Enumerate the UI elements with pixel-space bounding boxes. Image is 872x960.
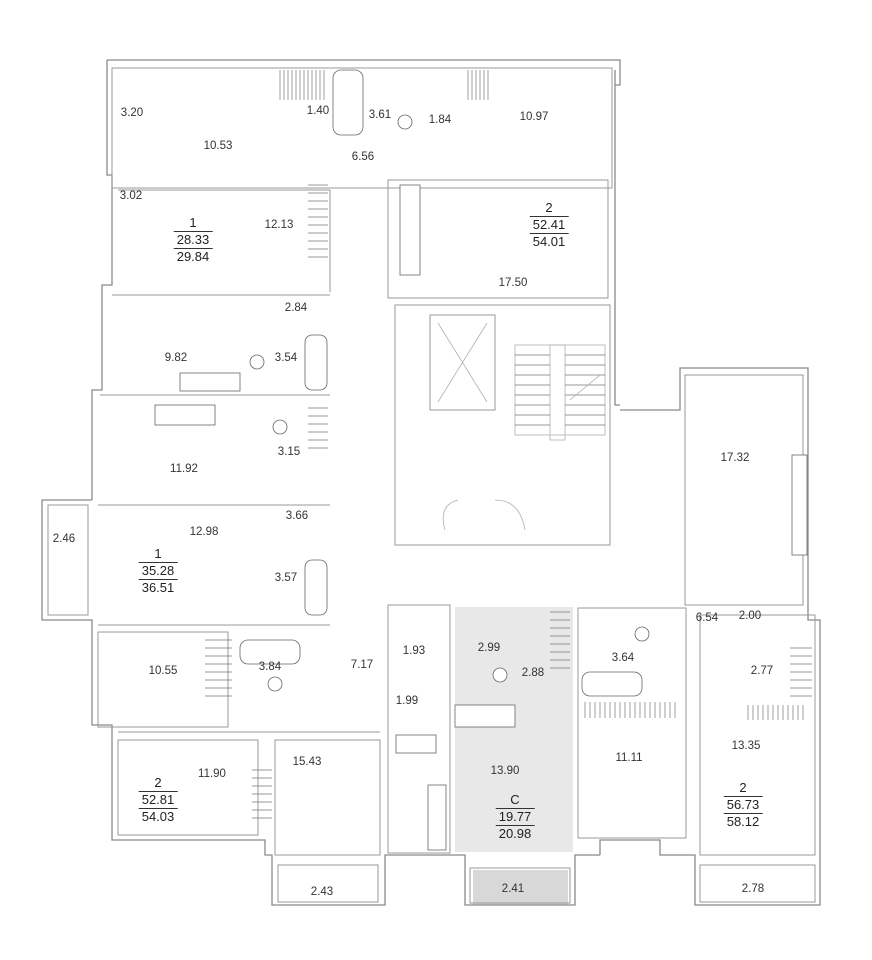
apartment-label: 2 52.41 54.01	[529, 200, 569, 250]
apartment-rooms: 2	[138, 775, 178, 792]
room-area: 9.82	[164, 352, 188, 364]
apartment-total-area: 54.03	[141, 809, 175, 824]
room-area: 10.97	[519, 111, 549, 123]
room-area: 2.78	[741, 883, 765, 895]
apartment-label: 1 28.33 29.84	[173, 215, 213, 265]
room-area: 10.53	[203, 140, 233, 152]
apartment-living-area: 19.77	[495, 809, 535, 826]
room-area: 2.43	[310, 886, 334, 898]
apartment-total-area: 54.01	[532, 234, 566, 249]
apartment-living-area: 35.28	[138, 563, 178, 580]
apartment-rooms: 2	[723, 780, 763, 797]
apartment-rooms: С	[495, 792, 535, 809]
apartment-living-area: 56.73	[723, 797, 763, 814]
apartment-rooms: 1	[138, 546, 178, 563]
room-area: 3.57	[274, 572, 298, 584]
room-area: 11.90	[198, 768, 226, 780]
apartment-rooms: 2	[529, 200, 569, 217]
room-area: 11.92	[170, 463, 198, 475]
room-area: 1.84	[428, 114, 452, 126]
room-area: 13.90	[490, 765, 520, 777]
room-area: 7.17	[350, 659, 374, 671]
room-area: 2.41	[501, 883, 525, 895]
wardrobes	[205, 70, 812, 819]
room-area: 3.02	[119, 190, 143, 202]
apartment-label: 1 35.28 36.51	[138, 546, 178, 596]
room-area: 3.15	[277, 446, 301, 458]
room-area: 6.54	[695, 612, 719, 624]
room-area: 12.98	[189, 526, 219, 538]
room-area: 6.56	[351, 151, 375, 163]
fixtures	[154, 69, 808, 851]
apartment-total-area: 58.12	[726, 814, 760, 829]
apartment-rooms: 1	[173, 215, 213, 232]
room-area: 15.43	[292, 756, 322, 768]
room-area: 3.64	[611, 652, 635, 664]
room-area: 1.93	[402, 645, 426, 657]
room-area: 2.88	[521, 667, 545, 679]
apartment-label: 2 56.73 58.12	[723, 780, 763, 830]
studio-balcony-highlight	[473, 870, 568, 905]
room-area: 2.77	[750, 665, 774, 677]
outer-walls	[41, 59, 821, 906]
apartment-living-area: 28.33	[173, 232, 213, 249]
apartment-label: 2 52.81 54.03	[138, 775, 178, 825]
apartment-label: С 19.77 20.98	[495, 792, 535, 842]
room-area: 1.99	[395, 695, 419, 707]
room-area: 3.61	[368, 109, 392, 121]
room-area: 3.54	[274, 352, 298, 364]
room-area: 2.84	[284, 302, 308, 314]
room-area: 2.99	[477, 642, 501, 654]
room-area: 3.20	[120, 107, 144, 119]
room-area: 17.32	[720, 452, 750, 464]
apartment-total-area: 29.84	[176, 249, 210, 264]
stair-core	[429, 314, 606, 531]
room-area: 13.35	[731, 740, 761, 752]
room-area: 11.11	[615, 752, 643, 764]
apartment-living-area: 52.41	[529, 217, 569, 234]
apartment-living-area: 52.81	[138, 792, 178, 809]
apartment-total-area: 20.98	[498, 826, 532, 841]
room-area: 12.13	[264, 219, 294, 231]
room-area: 10.55	[148, 665, 178, 677]
studio-highlight	[455, 607, 573, 852]
room-area: 17.50	[498, 277, 528, 289]
room-area: 3.84	[258, 661, 282, 673]
room-area: 2.46	[52, 533, 76, 545]
room-area: 2.00	[738, 610, 762, 622]
room-area: 3.66	[285, 510, 309, 522]
room-area: 1.40	[306, 105, 330, 117]
apartment-total-area: 36.51	[141, 580, 175, 595]
